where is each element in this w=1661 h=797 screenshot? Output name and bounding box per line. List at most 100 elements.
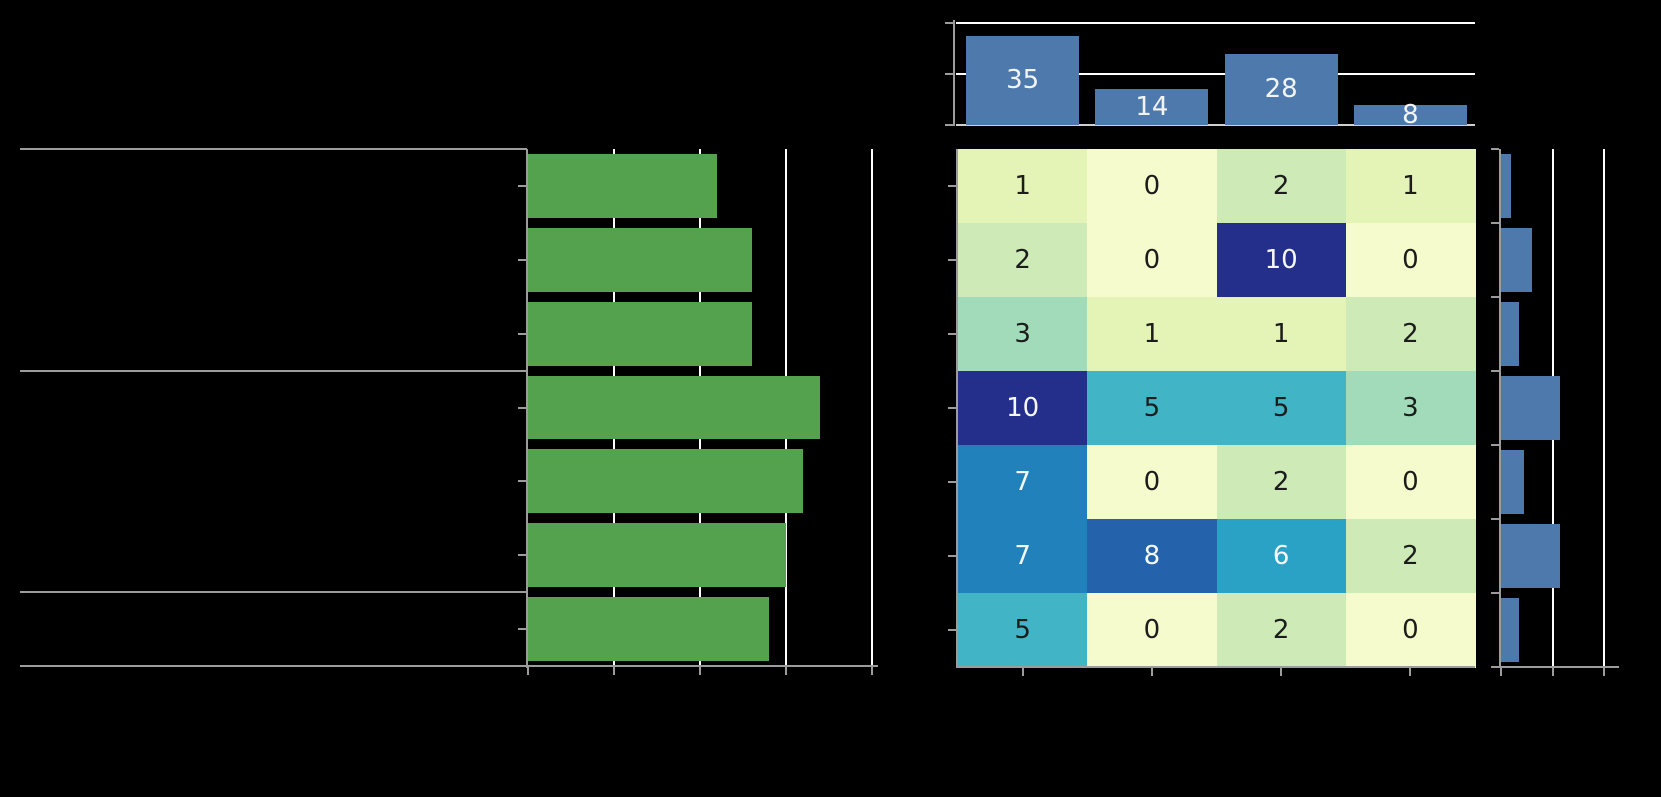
mean-bar xyxy=(528,227,752,292)
y-axis-tick xyxy=(1491,666,1499,668)
heatmap-cell xyxy=(1216,223,1347,298)
mean-bar xyxy=(528,523,786,588)
heatmap-cell-value: 10 xyxy=(1006,393,1040,423)
heatmap-cell-value: 1 xyxy=(1272,319,1290,349)
heatmap-cell-value: 0 xyxy=(1143,467,1161,497)
heatmap-cell xyxy=(958,297,1088,372)
row-group-separator xyxy=(20,148,527,150)
heatmap-cell xyxy=(1216,371,1347,446)
heatmap-cell-value: 3 xyxy=(1014,319,1031,349)
bar-value-label: 28 xyxy=(1264,74,1298,105)
y-axis-spine xyxy=(953,20,955,126)
y-axis-tick xyxy=(518,480,526,483)
heatmap-cell-value: 0 xyxy=(1402,245,1419,275)
y-gridline xyxy=(956,73,1475,75)
heatmap-cell-value: 0 xyxy=(1143,171,1161,201)
heatmap-cell-value: 8 xyxy=(1143,541,1161,571)
heatmap-cell-value: 5 xyxy=(1014,615,1031,645)
heatmap-cell xyxy=(1216,445,1347,520)
heatmap-cell-value: 3 xyxy=(1402,393,1419,423)
heatmap-cell-value: 10 xyxy=(1264,245,1298,275)
row-total-bar xyxy=(1501,376,1561,440)
heatmap-cell xyxy=(1216,519,1347,594)
x-axis-tick xyxy=(785,667,787,675)
heatmap-cell xyxy=(958,519,1088,594)
row-total-bar xyxy=(1501,524,1561,588)
mean-bar xyxy=(528,301,752,366)
heatmap-cell xyxy=(958,371,1088,446)
heatmap-cell xyxy=(958,149,1088,224)
x-axis-spine xyxy=(20,665,878,667)
row-total-bar xyxy=(1501,598,1520,662)
x-axis-tick xyxy=(1603,668,1605,676)
y-axis-tick xyxy=(1491,296,1499,298)
row-total-bar xyxy=(1501,154,1512,218)
x-axis-baseline xyxy=(956,124,1475,126)
heatmap-cell xyxy=(1345,149,1476,224)
y-gridline xyxy=(956,22,1475,24)
heatmap-cell-value: 5 xyxy=(1272,393,1290,423)
heatmap-cell xyxy=(1345,519,1476,594)
heatmap-cell xyxy=(958,223,1088,298)
heatmap-cell xyxy=(1216,593,1347,668)
x-axis-tick xyxy=(1500,668,1502,676)
heatmap-cell xyxy=(1087,519,1217,594)
heatmap-cell xyxy=(958,445,1088,520)
heatmap-cell xyxy=(1087,371,1217,446)
mean-bar xyxy=(528,597,769,661)
column-total-bar xyxy=(1224,53,1338,125)
y-axis-tick xyxy=(948,259,956,261)
y-axis-tick xyxy=(518,554,526,557)
column-total-bar xyxy=(1353,104,1467,125)
y-axis-tick xyxy=(945,22,953,24)
column-total-bar xyxy=(1095,89,1209,125)
y-axis-tick xyxy=(518,406,526,409)
y-axis-tick xyxy=(1491,148,1499,150)
x-axis-tick xyxy=(527,667,529,675)
y-axis-tick xyxy=(1491,222,1499,224)
heatmap-cell-value: 1 xyxy=(1143,319,1161,349)
heatmap-cell-value: 2 xyxy=(1272,467,1290,497)
heatmap-cell xyxy=(1087,149,1217,224)
heatmap-cell xyxy=(1087,593,1217,668)
bar-value-label: 14 xyxy=(1135,92,1169,123)
y-axis-tick xyxy=(1491,444,1499,446)
heatmap-cell-value: 7 xyxy=(1014,541,1031,571)
heatmap-cell xyxy=(1216,297,1347,372)
y-axis-tick xyxy=(518,332,526,335)
heatmap-cell xyxy=(1087,297,1217,372)
mean-bar xyxy=(528,449,804,514)
row-group-separator xyxy=(20,591,527,593)
y-axis-tick xyxy=(948,185,956,187)
mean-bar xyxy=(528,154,718,218)
x-axis-spine xyxy=(1499,666,1619,668)
heatmap-cell xyxy=(1345,297,1476,372)
heatmap-cell-value: 7 xyxy=(1014,467,1031,497)
x-axis-spine xyxy=(956,666,1475,668)
row-group-separator xyxy=(20,370,527,372)
x-axis-tick xyxy=(699,667,701,675)
y-axis-tick xyxy=(1491,592,1499,594)
heatmap-cell-value: 0 xyxy=(1143,615,1161,645)
heatmap-cell xyxy=(1345,371,1476,446)
column-total-bar xyxy=(966,35,1080,125)
x-axis-tick xyxy=(871,667,873,675)
heatmap-cell xyxy=(958,593,1088,668)
heatmap-cell-value: 2 xyxy=(1272,171,1290,201)
y-axis-tick xyxy=(518,258,526,261)
y-axis-tick xyxy=(945,73,953,75)
y-axis-spine xyxy=(956,149,958,667)
x-axis-tick xyxy=(1551,668,1554,676)
heatmap-cell xyxy=(1345,223,1476,298)
x-axis-tick xyxy=(1150,668,1153,676)
x-gridline xyxy=(871,149,873,666)
bar-value-label: 35 xyxy=(1006,65,1040,96)
y-axis-tick xyxy=(1491,370,1499,372)
x-axis-tick xyxy=(613,667,615,675)
y-axis-tick xyxy=(948,333,956,335)
heatmap-cell-value: 0 xyxy=(1402,615,1419,645)
y-axis-tick xyxy=(948,481,956,483)
heatmap-cell-value: 2 xyxy=(1014,245,1031,275)
heatmap-cell-value: 2 xyxy=(1402,541,1419,571)
